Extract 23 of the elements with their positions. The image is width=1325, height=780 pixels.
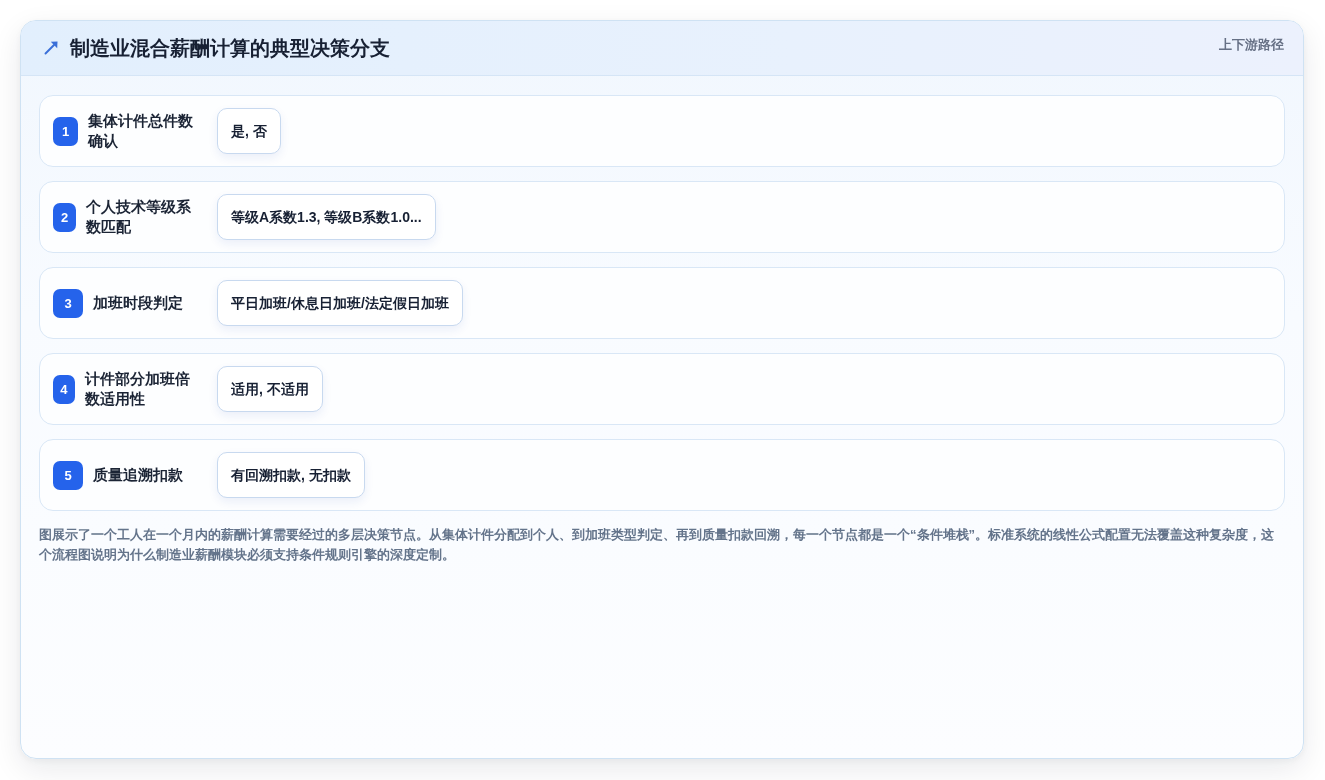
step-title: 个人技术等级系数匹配 (86, 197, 193, 237)
step-number-badge: 5 (53, 460, 83, 490)
caption: 图展示了一个工人在一个月内的薪酬计算需要经过的多层决策节点。从集体计件分配到个人、到加班类型判定、再到质量扣款回溯，每一个节点都是一个“条件堆栈”。标准系统的线性公式配置无法覆盖这种复杂度，这个流程图说明为什么制造业薪酬模块必须支持条件规则引擎的深度定制。 (39, 526, 1275, 564)
step-title: 计件部分加班倍数适用性 (84, 369, 191, 409)
option-tag: 等级A系数1.3, 等级B系数1.0... (217, 194, 436, 240)
step-card (39, 181, 1285, 253)
option-tag: 有回溯扣款, 无扣款 (217, 452, 365, 498)
step-title: 质量追溯扣款 (93, 465, 183, 485)
step-card (39, 267, 1285, 339)
section-label: 上下游路径 (1219, 36, 1284, 54)
option-tag: 平日加班/休息日加班/法定假日加班 (217, 280, 463, 326)
step-number-badge: 1 (53, 116, 79, 146)
step-card (39, 439, 1285, 511)
step-card (39, 95, 1285, 167)
step-number-badge: 4 (53, 374, 75, 404)
option-tag: 是, 否 (217, 108, 281, 154)
step-title: 加班时段判定 (93, 293, 183, 313)
step-card (39, 353, 1285, 425)
option-tag: 适用, 不适用 (217, 366, 323, 412)
step-number-badge: 3 (53, 288, 83, 318)
diagram-title: 制造业混合薪酬计算的典型决策分支 (70, 36, 390, 61)
step-number-badge: 2 (53, 202, 77, 232)
step-title: 集体计件总件数确认 (88, 111, 195, 151)
